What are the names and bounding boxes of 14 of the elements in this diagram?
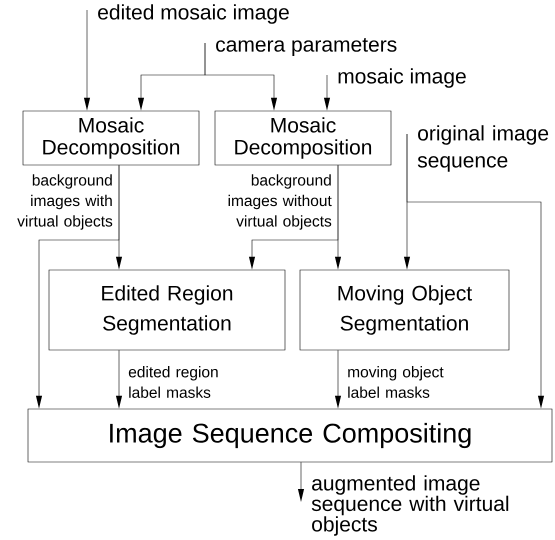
edge-label: background images with virtual objects bbox=[17, 174, 112, 230]
process-box: Image Sequence Compositing bbox=[28, 408, 552, 462]
process-box: Mosaic Decomposition bbox=[22, 110, 200, 166]
input-label: augmented image sequence with virtual objects bbox=[312, 475, 508, 536]
edge-label: moving object label masks bbox=[348, 366, 444, 398]
input-label: camera parameters bbox=[216, 38, 396, 56]
edge-label: edited region label masks bbox=[128, 366, 218, 398]
edge-label: background images without virtual objects bbox=[228, 174, 332, 230]
process-box: Edited Region Segmentation bbox=[48, 270, 286, 350]
process-box: Moving Object Segmentation bbox=[300, 270, 510, 350]
input-label: original image sequence bbox=[418, 125, 548, 172]
input-label: edited mosaic image bbox=[98, 4, 289, 24]
input-label: mosaic image bbox=[338, 68, 466, 88]
process-box: Mosaic Decomposition bbox=[214, 110, 392, 166]
